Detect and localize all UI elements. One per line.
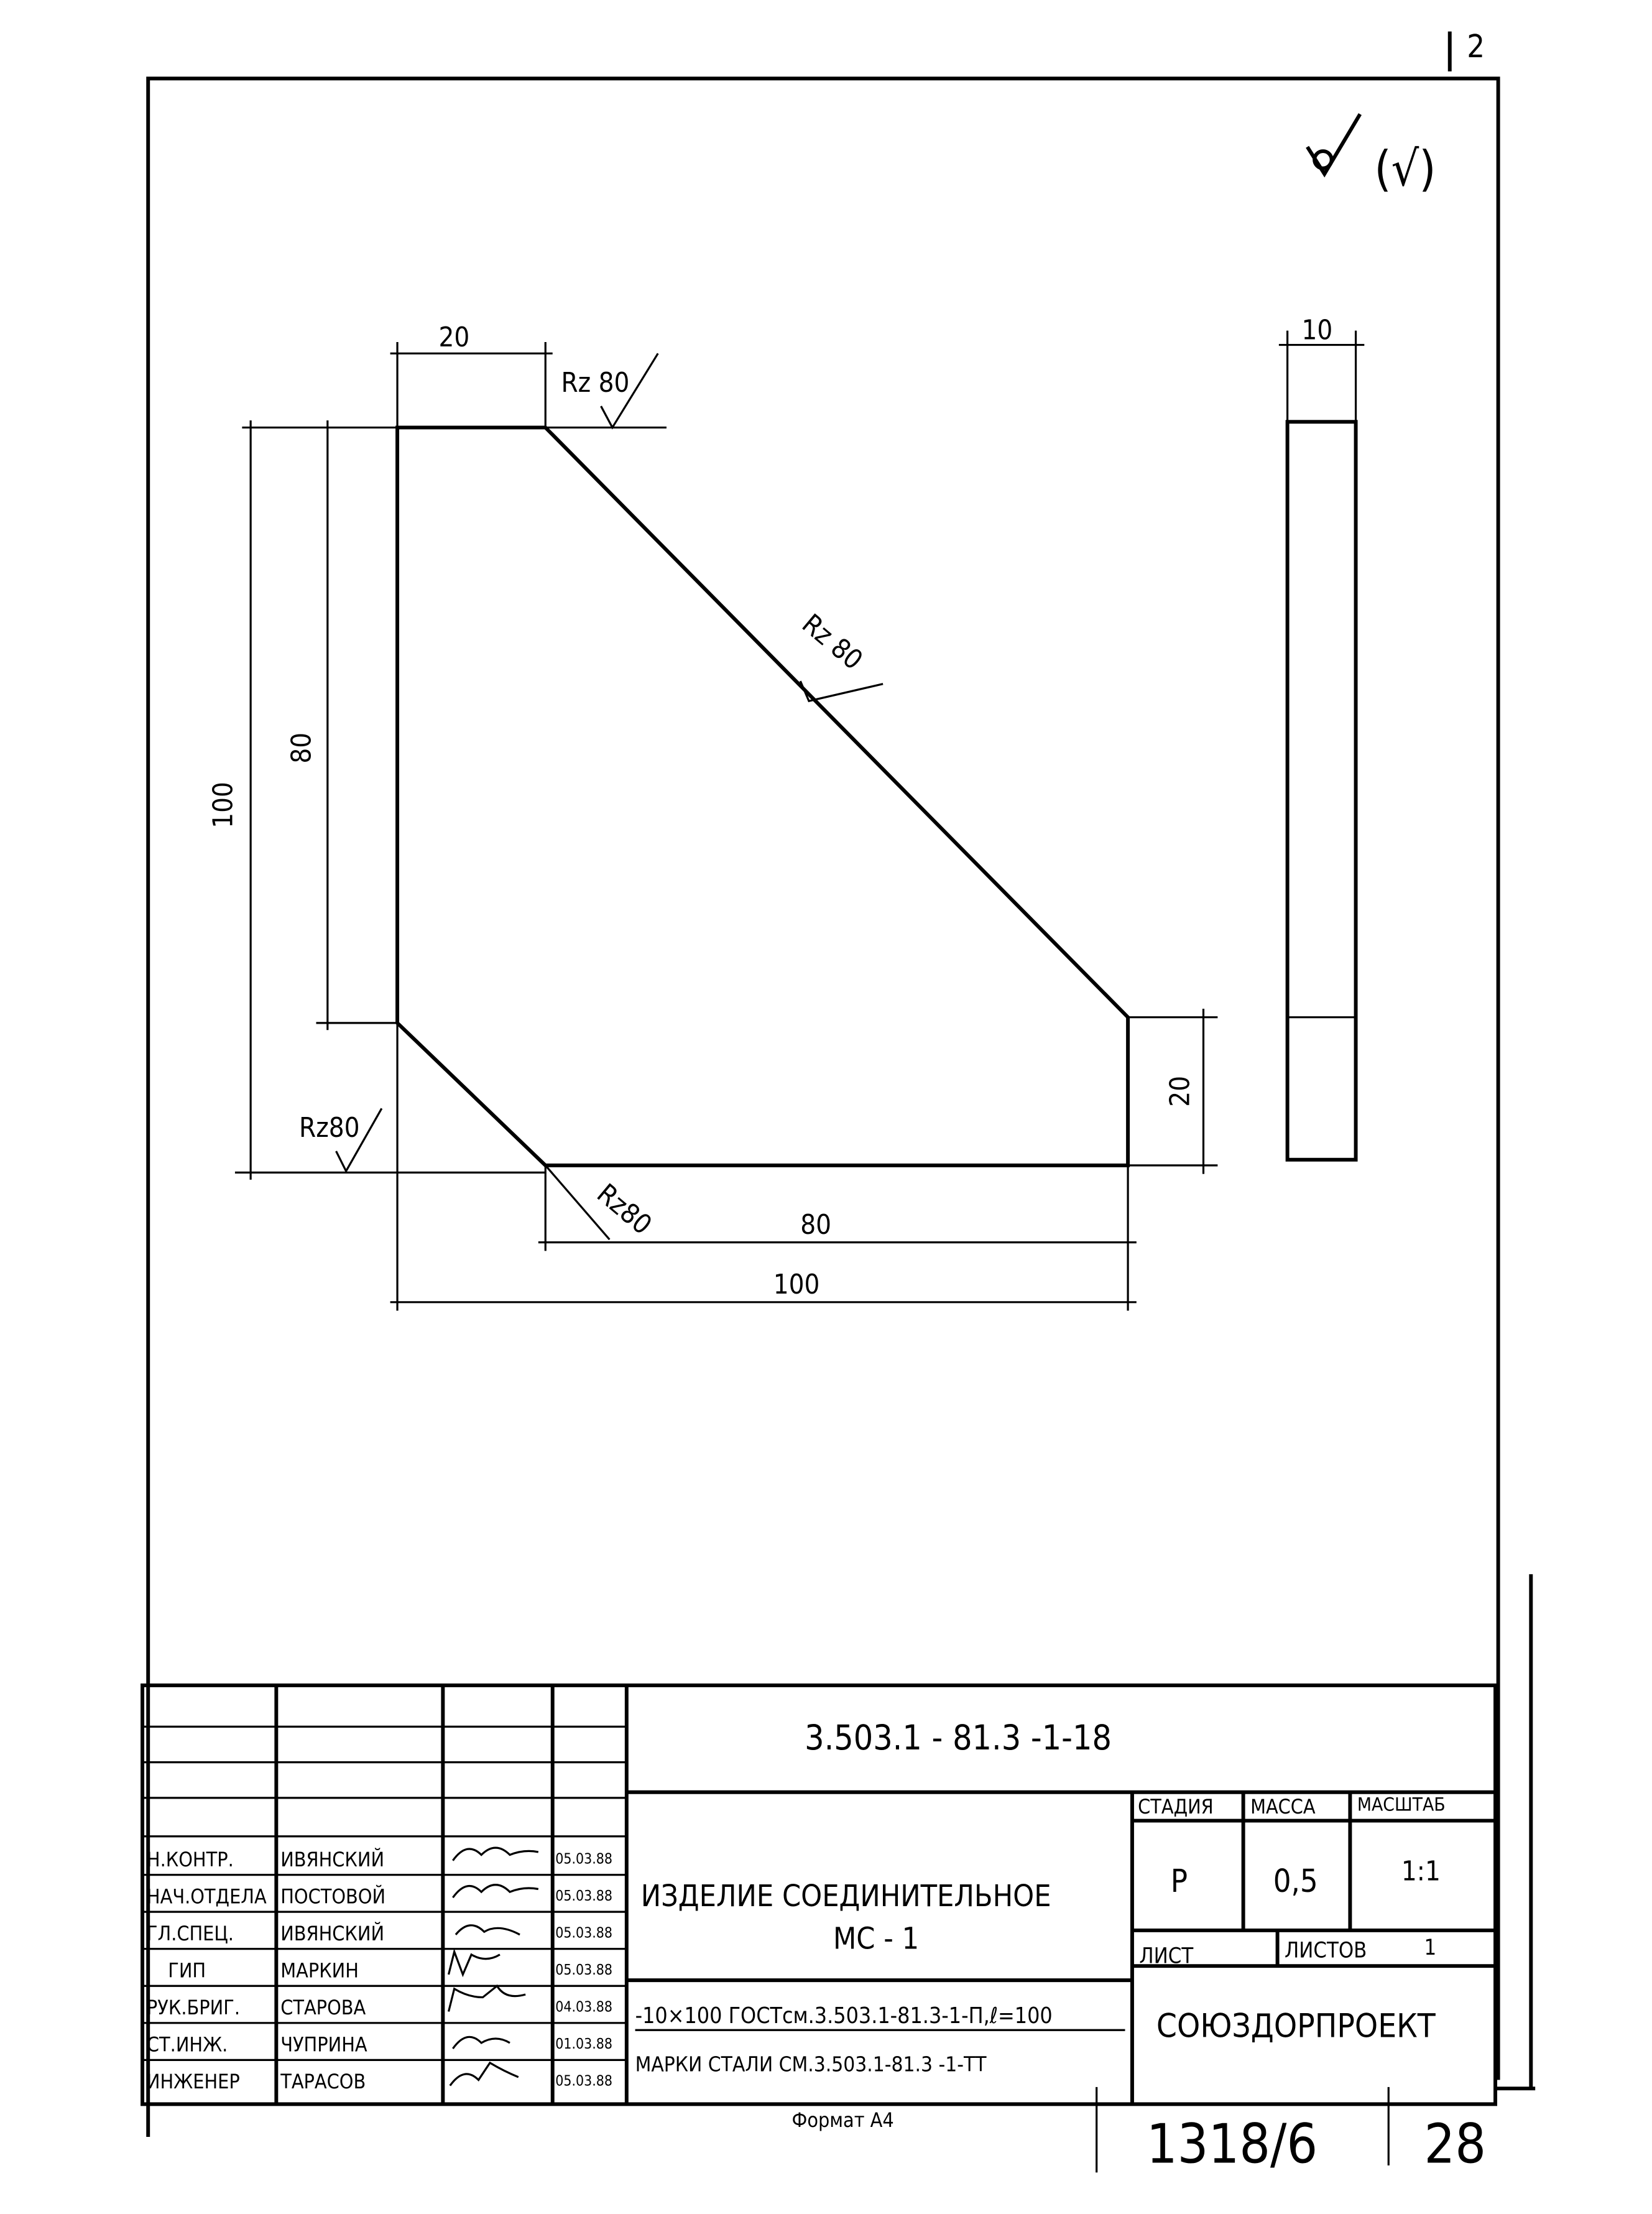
organization: СОЮЗДОРПРОЕКТ <box>1156 2008 1436 2045</box>
material-line2: МАРКИ СТАЛИ СМ.3.503.1-81.3 -1-ТТ <box>635 2052 987 2077</box>
page-number: 28 <box>1424 2112 1487 2175</box>
item-name-line1: ИЗДЕЛИЕ СОЕДИНИТЕЛЬНОЕ <box>641 1879 1051 1914</box>
name: СТАРОВА <box>280 1996 366 2019</box>
scale-value: 1:1 <box>1401 1856 1441 1887</box>
roughness-symbol: (√) <box>1374 141 1436 197</box>
dim-right-height-label: 20 <box>1165 1076 1196 1107</box>
role: РУК.БРИГ. <box>147 1996 240 2019</box>
role: ГЛ.СПЕЦ. <box>147 1922 234 1945</box>
role: ИНЖЕНЕР <box>147 2070 240 2093</box>
rz-left-label: Rz80 <box>299 1113 360 1144</box>
date: 05.03.88 <box>555 1888 612 1904</box>
date: 01.03.88 <box>555 2036 612 2052</box>
rz-top-label: Rz 80 <box>561 368 629 399</box>
part-outline <box>395 425 1130 1167</box>
roughness-diag-icon <box>799 680 884 703</box>
name: ЧУПРИНА <box>280 2033 367 2057</box>
name: ИВЯНСКИЙ <box>280 1922 384 1945</box>
signature-table: Н.КОНТР. НАЧ.ОТДЕЛА ГЛ.СПЕЦ. ГИП РУК.БРИ… <box>147 1846 612 2093</box>
role: СТ.ИНЖ. <box>147 2033 228 2057</box>
dim-bottom <box>390 1022 1137 1311</box>
rz-diag-label: Rz 80 <box>796 608 868 676</box>
sheets-value: 1 <box>1424 1935 1437 1960</box>
role: ГИП <box>168 1959 206 1983</box>
stage-value: Р <box>1171 1863 1188 1899</box>
name: МАРКИН <box>280 1959 359 1983</box>
side-view <box>1285 420 1358 1162</box>
signature-icon <box>447 1846 539 2087</box>
name: ТАРАСОВ <box>280 2070 366 2093</box>
roughness-left-icon <box>335 1108 383 1174</box>
material-line1: -10×100 ГОСТсм.3.503.1-81.3-1-П,ℓ=100 <box>635 2003 1053 2029</box>
stage-label: СТАДИЯ <box>1138 1795 1214 1818</box>
dim-bottom-inner-label: 80 <box>800 1210 831 1241</box>
dim-left-inner-label: 80 <box>286 733 317 764</box>
format-label: Формат А4 <box>792 2108 894 2132</box>
role: НАЧ.ОТДЕЛА <box>147 1884 267 1908</box>
date: 05.03.88 <box>555 1851 612 1867</box>
sheet-frame <box>146 76 1500 2138</box>
sheet-label: ЛИСТ <box>1139 1944 1193 1969</box>
mass-label: МАССА <box>1250 1795 1316 1818</box>
name: ПОСТОВОЙ <box>280 1884 385 1908</box>
sheets-label: ЛИСТОВ <box>1285 1938 1367 1963</box>
archive-number: 1318/6 <box>1147 2112 1317 2175</box>
dim-left <box>234 420 546 1180</box>
date: 05.03.88 <box>555 1962 612 1978</box>
corner-mark: 2 <box>1467 28 1485 65</box>
mass-value: 0,5 <box>1273 1863 1318 1899</box>
item-name-line2: МС - 1 <box>833 1922 919 1957</box>
dim-left-outer-label: 100 <box>208 782 239 828</box>
date: 05.03.88 <box>555 1925 612 1941</box>
roughness-top-icon <box>600 353 659 430</box>
dim-top-width-label: 20 <box>438 322 469 353</box>
document-code: 3.503.1 - 81.3 -1-18 <box>805 1718 1112 1758</box>
scale-label: МАСШТАБ <box>1357 1794 1446 1816</box>
dim-right-height <box>1128 1008 1218 1174</box>
dim-bottom-outer-label: 100 <box>773 1269 820 1300</box>
title-block-rows <box>142 1725 1125 2061</box>
title-block-grid <box>141 1574 1533 2106</box>
dim-top-width <box>390 341 667 429</box>
dim-side-thickness <box>1278 330 1365 422</box>
name: ИВЯНСКИЙ <box>280 1848 384 1871</box>
dim-side-thickness-label: 10 <box>1302 315 1333 346</box>
date: 04.03.88 <box>555 1999 612 2015</box>
role: Н.КОНТР. <box>147 1848 234 1871</box>
rz-bottom-label: Rz80 <box>591 1178 657 1241</box>
date: 05.03.88 <box>555 2073 612 2090</box>
roughness-general-icon <box>1306 113 1362 178</box>
